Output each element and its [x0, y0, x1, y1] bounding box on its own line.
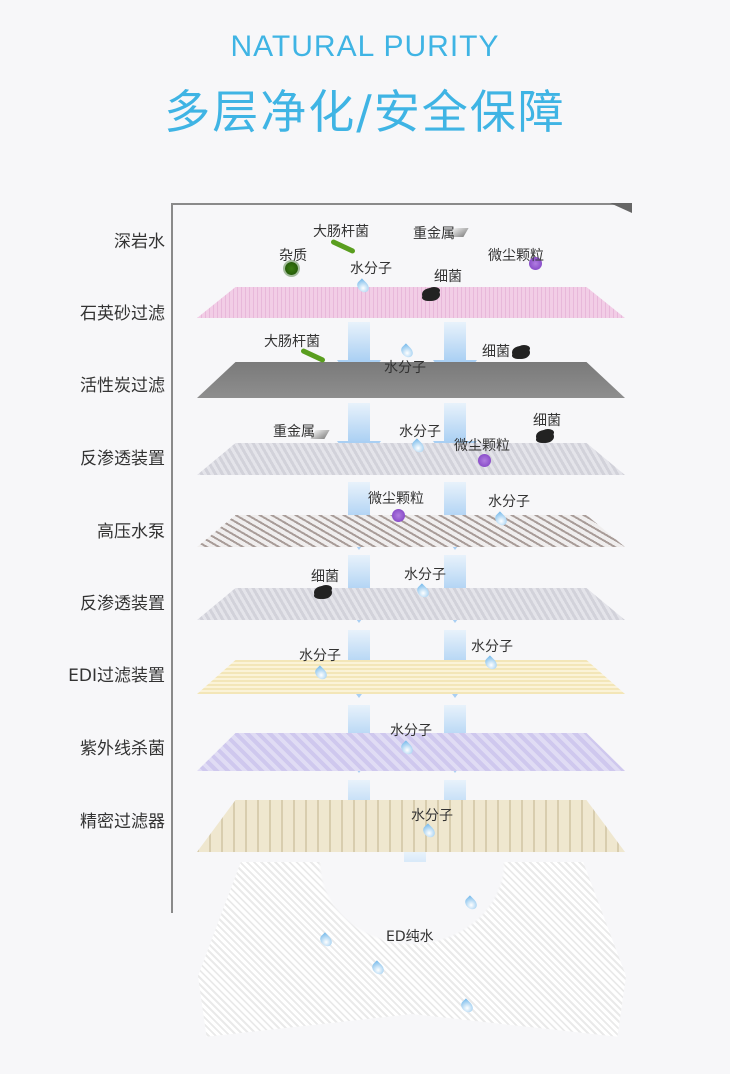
label-ecoli: 大肠杆菌: [264, 334, 320, 350]
label-water: 水分子: [404, 567, 446, 583]
label-bacteria: 细菌: [311, 569, 339, 585]
label-bacteria: 细菌: [482, 344, 510, 360]
label-metal: 重金属: [273, 424, 315, 440]
label-dust: 微尘颗粒: [454, 438, 510, 454]
label-ecoli: 大肠杆菌: [313, 224, 369, 240]
axis-vertical: [171, 203, 173, 913]
stage-label: 反渗透装置: [80, 594, 165, 614]
label-water: 水分子: [299, 648, 341, 664]
stage-label: 精密过滤器: [80, 812, 165, 832]
label-water: 水分子: [471, 639, 513, 655]
ecoli-icon: [330, 238, 356, 255]
stage-label: 石英砂过滤: [80, 304, 165, 324]
label-bacteria: 细菌: [434, 269, 462, 285]
label-water: 水分子: [384, 360, 426, 376]
label-bacteria: 细菌: [533, 413, 561, 429]
label-water: 水分子: [350, 261, 392, 277]
layer-reverse-osmosis-2: [197, 588, 625, 620]
label-water: 水分子: [399, 424, 441, 440]
title-cn: 多层净化/安全保障: [164, 85, 566, 139]
impurity-icon: [285, 262, 298, 275]
stage-label: 高压水泵: [97, 522, 165, 542]
bacteria-icon: [512, 346, 530, 359]
layer-reverse-osmosis-1: [197, 443, 625, 475]
label-pure-water: ED纯水: [386, 929, 434, 945]
layer-high-pressure-pump: [197, 515, 625, 547]
bacteria-icon: [536, 430, 554, 443]
bacteria-icon: [422, 288, 440, 301]
layer-activated-carbon: [197, 362, 625, 398]
layer-quartz-sand: [197, 287, 625, 318]
bacteria-icon: [314, 586, 332, 599]
label-water: 水分子: [411, 808, 453, 824]
layer-precision-filter: [197, 800, 625, 852]
pure-water-sheet: [198, 862, 626, 1037]
axis-horizontal: [171, 203, 616, 205]
layer-edi: [197, 660, 625, 694]
label-dust: 微尘颗粒: [368, 491, 424, 507]
label-impurity: 杂质: [279, 248, 307, 264]
dust-icon: [392, 509, 405, 522]
label-dust: 微尘颗粒: [488, 248, 544, 264]
label-water: 水分子: [488, 494, 530, 510]
stage-label: 活性炭过滤: [80, 376, 165, 396]
label-metal: 重金属: [413, 226, 455, 242]
label-water: 水分子: [390, 723, 432, 739]
stage-label: 深岩水: [114, 232, 165, 252]
stage-label: 反渗透装置: [80, 449, 165, 469]
stage-label: EDI过滤装置: [68, 666, 165, 686]
axis-corner-triangle: [610, 203, 632, 213]
title-en: NATURAL PURITY: [230, 30, 500, 63]
dust-icon: [478, 454, 491, 467]
dust-icon: [529, 257, 542, 270]
stage-label: 紫外线杀菌: [80, 739, 165, 759]
